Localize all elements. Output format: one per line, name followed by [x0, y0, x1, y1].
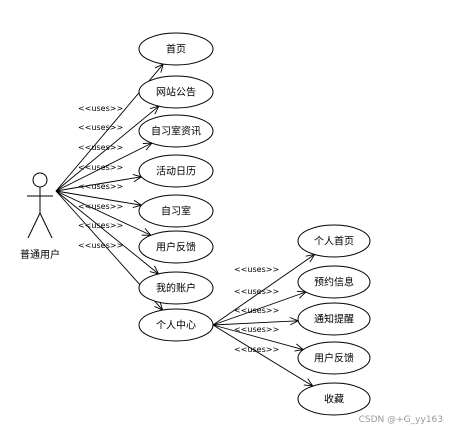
use-case-p-booking-label: 预约信息 — [314, 276, 354, 289]
use-case-p-notify-ellipse — [297, 302, 371, 336]
use-case-feedback-edge — [55, 190, 152, 236]
use-case-personal-stereotype: <<uses>> — [78, 241, 123, 250]
use-case-study-room-edge — [55, 190, 142, 206]
use-case-study-room-label: 自习室 — [161, 205, 191, 218]
use-case-p-favorite-edge — [212, 324, 314, 387]
actor-label: 普通用户 — [20, 248, 60, 261]
use-case-feedback-ellipse — [138, 230, 214, 264]
use-case-personal-label: 个人中心 — [156, 319, 196, 332]
use-case-account-stereotype: <<uses>> — [78, 221, 123, 230]
use-case-p-booking-edge — [212, 291, 307, 326]
use-case-p-feedback-label: 用户反馈 — [314, 352, 354, 365]
use-case-p-favorite-stereotype: <<uses>> — [234, 345, 279, 354]
use-case-announce-edge — [55, 105, 160, 192]
use-case-study-info-stereotype: <<uses>> — [78, 143, 123, 152]
use-case-announce-label: 网站公告 — [156, 86, 196, 99]
use-case-calendar-stereotype: <<uses>> — [78, 163, 123, 172]
stereotype-layer: <<uses>> <<uses>> <<uses>> <<uses>> <<uses>>… — [78, 104, 279, 354]
use-case-p-booking-stereotype: <<uses>> — [234, 287, 279, 296]
use-case-p-favorite[interactable]: 收藏 — [297, 382, 371, 416]
use-case-p-feedback-stereotype: <<uses>> — [234, 325, 279, 334]
use-case-p-notify-edge — [212, 320, 299, 326]
use-case-study-room[interactable]: 自习室 — [138, 194, 214, 228]
use-case-p-booking[interactable]: 预约信息 — [297, 265, 371, 299]
use-case-p-home-ellipse — [297, 224, 371, 258]
use-case-home-stereotype: <<uses>> — [78, 104, 123, 113]
use-case-study-room-ellipse — [138, 194, 214, 228]
use-case-announce-stereotype: <<uses>> — [78, 123, 123, 132]
use-case-p-home[interactable]: 个人首页 — [297, 224, 371, 258]
use-case-announce[interactable]: 网站公告 — [138, 75, 214, 109]
use-case-p-feedback[interactable]: 用户反馈 — [297, 341, 371, 375]
actor-general-user[interactable]: 普通用户 — [20, 172, 60, 261]
actor-left-leg — [27, 212, 41, 239]
use-case-account[interactable]: 我的账户 — [138, 271, 214, 305]
use-case-layer: 首页网站公告自习室资讯活动日历自习室用户反馈我的账户个人中心个人首页预约信息通知… — [138, 32, 371, 416]
use-case-p-home-label: 个人首页 — [314, 235, 354, 248]
use-case-calendar-label: 活动日历 — [156, 166, 196, 178]
use-case-personal[interactable]: 个人中心 — [138, 308, 214, 342]
use-case-p-notify[interactable]: 通知提醒 — [297, 302, 371, 336]
use-case-study-info-ellipse — [138, 114, 214, 148]
use-case-announce-ellipse — [138, 75, 214, 109]
use-case-p-notify-label: 通知提醒 — [314, 313, 354, 326]
use-case-calendar[interactable]: 活动日历 — [138, 154, 214, 188]
use-case-account-ellipse — [138, 271, 214, 305]
actor-right-leg — [39, 212, 53, 239]
use-case-p-booking-ellipse — [297, 265, 371, 299]
use-case-p-notify-stereotype: <<uses>> — [234, 306, 279, 315]
use-case-study-info-edge — [55, 142, 152, 192]
use-case-account-edge — [55, 190, 159, 275]
edge-layer — [55, 63, 316, 387]
use-case-p-favorite-ellipse — [297, 382, 371, 416]
use-case-calendar-ellipse — [138, 154, 214, 188]
use-case-home-ellipse — [138, 32, 214, 66]
watermark: CSDN @+G_yy163 — [359, 415, 443, 425]
use-case-study-info[interactable]: 自习室资讯 — [138, 114, 214, 148]
use-case-p-feedback-edge — [212, 324, 304, 351]
use-case-feedback-stereotype: <<uses>> — [78, 202, 123, 211]
use-case-feedback[interactable]: 用户反馈 — [138, 230, 214, 264]
use-case-personal-ellipse — [138, 308, 214, 342]
use-case-home[interactable]: 首页 — [138, 32, 214, 66]
use-case-p-favorite-label: 收藏 — [324, 393, 344, 406]
use-case-home-label: 首页 — [166, 43, 186, 56]
use-case-feedback-label: 用户反馈 — [156, 241, 196, 254]
use-case-calendar-edge — [55, 176, 142, 192]
actor-head — [32, 172, 48, 188]
use-case-study-room-stereotype: <<uses>> — [78, 182, 123, 191]
use-case-study-info-label: 自习室资讯 — [151, 125, 201, 138]
use-case-account-label: 我的账户 — [156, 282, 196, 295]
use-case-p-home-edge — [212, 254, 315, 326]
use-case-p-home-stereotype: <<uses>> — [234, 265, 279, 274]
use-case-p-feedback-ellipse — [297, 341, 371, 375]
